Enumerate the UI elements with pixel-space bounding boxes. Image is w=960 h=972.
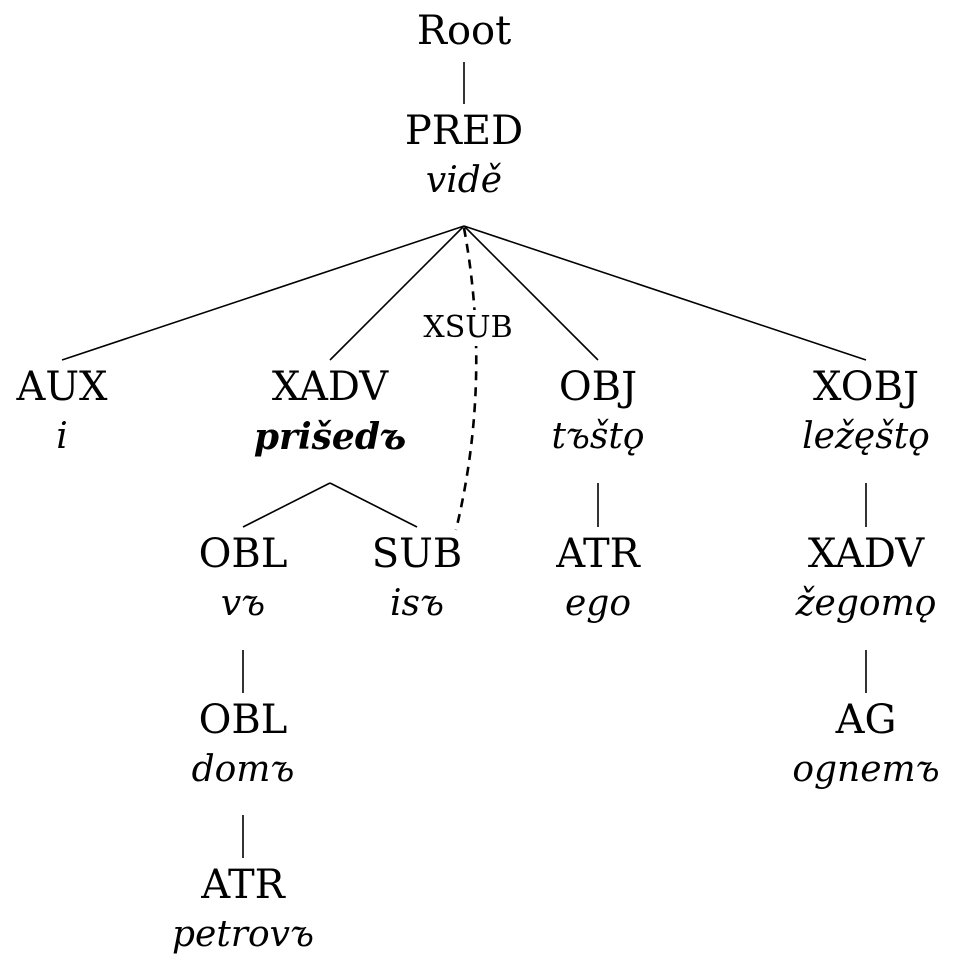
node-xadv-2-word: žegomǫ: [795, 583, 937, 624]
node-aux-word: i: [56, 416, 68, 457]
node-xobj-relation: XOBJ: [813, 364, 919, 410]
node-obl-2-relation: OBL: [198, 697, 288, 743]
node-xobj: XOBJ ležęštǫ: [802, 362, 930, 462]
node-xadv-2: XADV žegomǫ: [796, 529, 937, 629]
node-aux-relation: AUX: [16, 364, 108, 410]
node-pred-word: vidě: [425, 160, 503, 201]
node-obl-2-word: domъ: [191, 749, 295, 790]
node-xadv-2-relation: XADV: [807, 531, 925, 577]
node-ag: AG ognemъ: [792, 695, 939, 795]
node-atr-2: ATR ego: [556, 529, 640, 629]
edge-xadv-obl: [242, 482, 331, 528]
node-obl-1: OBL vъ: [199, 529, 288, 629]
node-atr-1-word: petrovъ: [171, 914, 315, 955]
node-xadv-relation: XADV: [271, 364, 389, 410]
node-root: Root: [417, 6, 511, 56]
edge-xadv-sub: [329, 482, 418, 528]
node-xadv-word: prišedъ: [253, 416, 407, 458]
node-atr-1: ATR petrovъ: [172, 860, 314, 960]
node-ag-word: ognemъ: [792, 749, 940, 790]
node-obl-2: OBL domъ: [192, 695, 295, 795]
node-obj-relation: OBJ: [558, 364, 638, 410]
node-sub-relation: SUB: [371, 531, 463, 577]
edge-pred-xobj: [463, 225, 867, 361]
node-obj: OBJ tъštǫ: [551, 362, 644, 462]
secondary-edge-label: XSUB: [421, 310, 515, 346]
node-pred-relation: PRED: [404, 108, 524, 154]
node-atr-2-relation: ATR: [556, 531, 640, 577]
node-sub: SUB isъ: [372, 529, 463, 629]
node-root-label: Root: [416, 8, 512, 54]
node-obl-1-relation: OBL: [198, 531, 288, 577]
edge-pred-xadv: [329, 225, 465, 361]
node-pred: PRED vidě: [405, 106, 523, 206]
node-xadv: XADV prišedъ: [254, 362, 406, 462]
node-aux: AUX i: [16, 362, 107, 462]
secondary-edge-xsub: [454, 227, 478, 531]
node-xobj-word: ležęštǫ: [802, 416, 930, 457]
node-obl-1-word: vъ: [220, 583, 266, 624]
node-ag-relation: AG: [835, 697, 897, 743]
node-atr-1-relation: ATR: [201, 862, 285, 908]
node-sub-word: isъ: [390, 583, 444, 624]
node-obj-word: tъštǫ: [551, 416, 645, 457]
node-atr-2-word: ego: [564, 583, 632, 624]
edge-pred-aux: [61, 225, 465, 361]
edge-pred-obj: [463, 225, 599, 361]
